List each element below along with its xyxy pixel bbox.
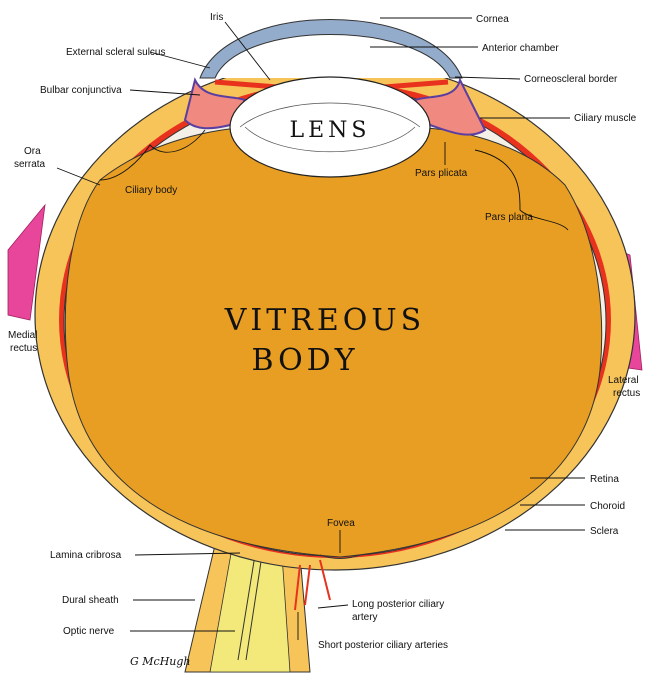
vitreous-label-1: VITREOUS — [224, 303, 425, 338]
label-lamina-cribrosa: Lamina cribrosa — [50, 550, 122, 561]
label-iris: Iris — [210, 12, 223, 23]
posterior-ciliary-arteries — [294, 559, 331, 611]
cornea — [199, 19, 463, 79]
label-retina: Retina — [590, 474, 619, 485]
label-cornea: Cornea — [476, 14, 509, 25]
label-short-posterior-ciliary-arteries: Short posterior ciliary arteries — [318, 640, 448, 651]
artist-signature: G McHugh — [130, 655, 191, 668]
lens — [229, 76, 431, 178]
label-optic-nerve: Optic nerve — [63, 626, 115, 637]
label-ora-serrata-1: Ora — [24, 146, 41, 157]
label-bulbar-conjunctiva: Bulbar conjunctiva — [40, 85, 122, 96]
label-lateral-rectus-1: Lateral — [608, 375, 639, 386]
label-sclera: Sclera — [590, 526, 619, 537]
label-corneoscleral-border: Corneoscleral border — [524, 74, 618, 85]
label-dural-sheath: Dural sheath — [62, 595, 119, 606]
medial-rectus-muscle — [7, 203, 46, 321]
label-medial-rectus-1: Medial — [8, 330, 37, 341]
label-ciliary-muscle: Ciliary muscle — [574, 113, 637, 124]
label-lateral-rectus-2: rectus — [613, 388, 640, 399]
label-pars-plana: Pars plana — [485, 212, 533, 223]
label-long-posterior-ciliary-artery-1: Long posterior ciliary — [352, 599, 444, 610]
label-medial-rectus-2: rectus — [10, 343, 37, 354]
vitreous-label-2: BODY — [251, 343, 358, 378]
label-long-posterior-ciliary-artery-2: artery — [352, 612, 378, 623]
label-fovea: Fovea — [327, 518, 355, 529]
lens-label: LENS — [290, 118, 371, 143]
label-choroid: Choroid — [590, 501, 625, 512]
label-pars-plicata: Pars plicata — [415, 168, 468, 179]
label-ora-serrata-2: serrata — [14, 159, 46, 170]
label-anterior-chamber: Anterior chamber — [482, 43, 559, 54]
label-external-scleral-sulcus: External scleral sulcus — [66, 47, 165, 58]
leader-lines — [56, 17, 585, 640]
label-ciliary-body: Ciliary body — [125, 185, 177, 196]
anterior-chamber — [215, 34, 450, 78]
